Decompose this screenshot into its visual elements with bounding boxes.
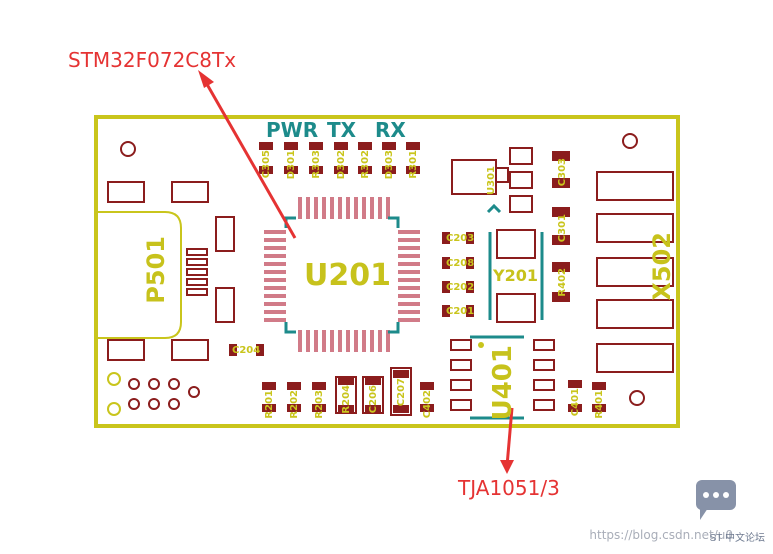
c401-label: C401 — [570, 388, 581, 417]
usb-pads — [107, 181, 235, 361]
board-cutout — [98, 211, 182, 339]
tx-label: TX — [327, 118, 357, 142]
mcu-callout-label: STM32F072C8Tx — [68, 48, 237, 72]
r204-outline — [335, 376, 357, 414]
r401-label: R401 — [594, 390, 605, 419]
right-column-pads — [552, 151, 570, 302]
c305-label: C305 — [261, 150, 272, 179]
c207-label: C207 — [396, 378, 407, 407]
d302-label: D302 — [336, 150, 347, 180]
c203-label: C203 — [446, 233, 475, 244]
top-row-pads — [259, 142, 420, 174]
c201-label: C201 — [446, 306, 475, 317]
mount-hole-top-right — [622, 133, 638, 149]
u401-label: U401 — [488, 345, 518, 421]
p501-label: P501 — [142, 236, 170, 304]
r301-label: R301 — [408, 150, 419, 179]
c402-label: C402 — [422, 390, 433, 419]
c204-pads — [229, 344, 264, 356]
u201-pins-top — [298, 197, 390, 219]
watermark-text: https://blog.csdn.net/u0 — [589, 528, 733, 542]
callout-arrow-mcu — [198, 70, 297, 239]
c206-outline — [362, 376, 384, 414]
u401-brackets — [470, 335, 524, 420]
forum-brand: ST 中文论坛 — [709, 533, 765, 544]
u201-pins-bottom — [298, 330, 390, 352]
c303-label: C303 — [557, 158, 568, 187]
mount-hole-bottom-right — [629, 390, 645, 406]
c207-outline — [390, 367, 412, 416]
u301-label: U301 — [486, 166, 497, 195]
u301-bracket — [486, 203, 502, 214]
through-holes — [107, 372, 200, 416]
d303-label: D303 — [384, 150, 395, 180]
u401-pin1-dot — [478, 342, 484, 348]
callout-arrow-transceiver — [500, 407, 514, 474]
r201-label: R201 — [264, 390, 275, 419]
u201-label: U201 — [304, 258, 391, 293]
u201-pins-right — [398, 230, 420, 322]
u401-pads — [450, 339, 555, 411]
pwr-label: PWR — [266, 118, 319, 142]
forum-logo — [696, 480, 736, 520]
r402-label: R402 — [557, 268, 568, 297]
board-outline — [94, 115, 680, 428]
r203-label: R203 — [314, 390, 325, 419]
rx-label: RX — [375, 118, 406, 142]
u201-pins-left — [264, 230, 286, 322]
c208-label: C208 — [446, 258, 475, 269]
c202-label: C202 — [446, 282, 475, 293]
transceiver-callout-label: TJA1051/3 — [458, 476, 560, 500]
x502-pads — [596, 171, 674, 373]
c204-label: C204 — [232, 345, 261, 356]
d301-label: D301 — [286, 150, 297, 180]
x502-label: X502 — [648, 232, 676, 301]
c206-label: C206 — [368, 385, 379, 414]
mount-hole-top-left — [120, 141, 136, 157]
c301-label: C301 — [557, 214, 568, 243]
r204-label: R204 — [341, 385, 352, 414]
r303-label: R303 — [311, 150, 322, 179]
r302-label: R302 — [360, 150, 371, 179]
u201-corner-brackets — [284, 216, 400, 334]
bottom-row-pads — [262, 370, 606, 413]
right-stack-pads — [442, 232, 474, 317]
y201-label: Y201 — [493, 266, 538, 285]
y201-pads — [496, 229, 536, 323]
r202-label: R202 — [289, 390, 300, 419]
y201-brackets — [488, 232, 544, 320]
u301-body — [451, 147, 533, 213]
